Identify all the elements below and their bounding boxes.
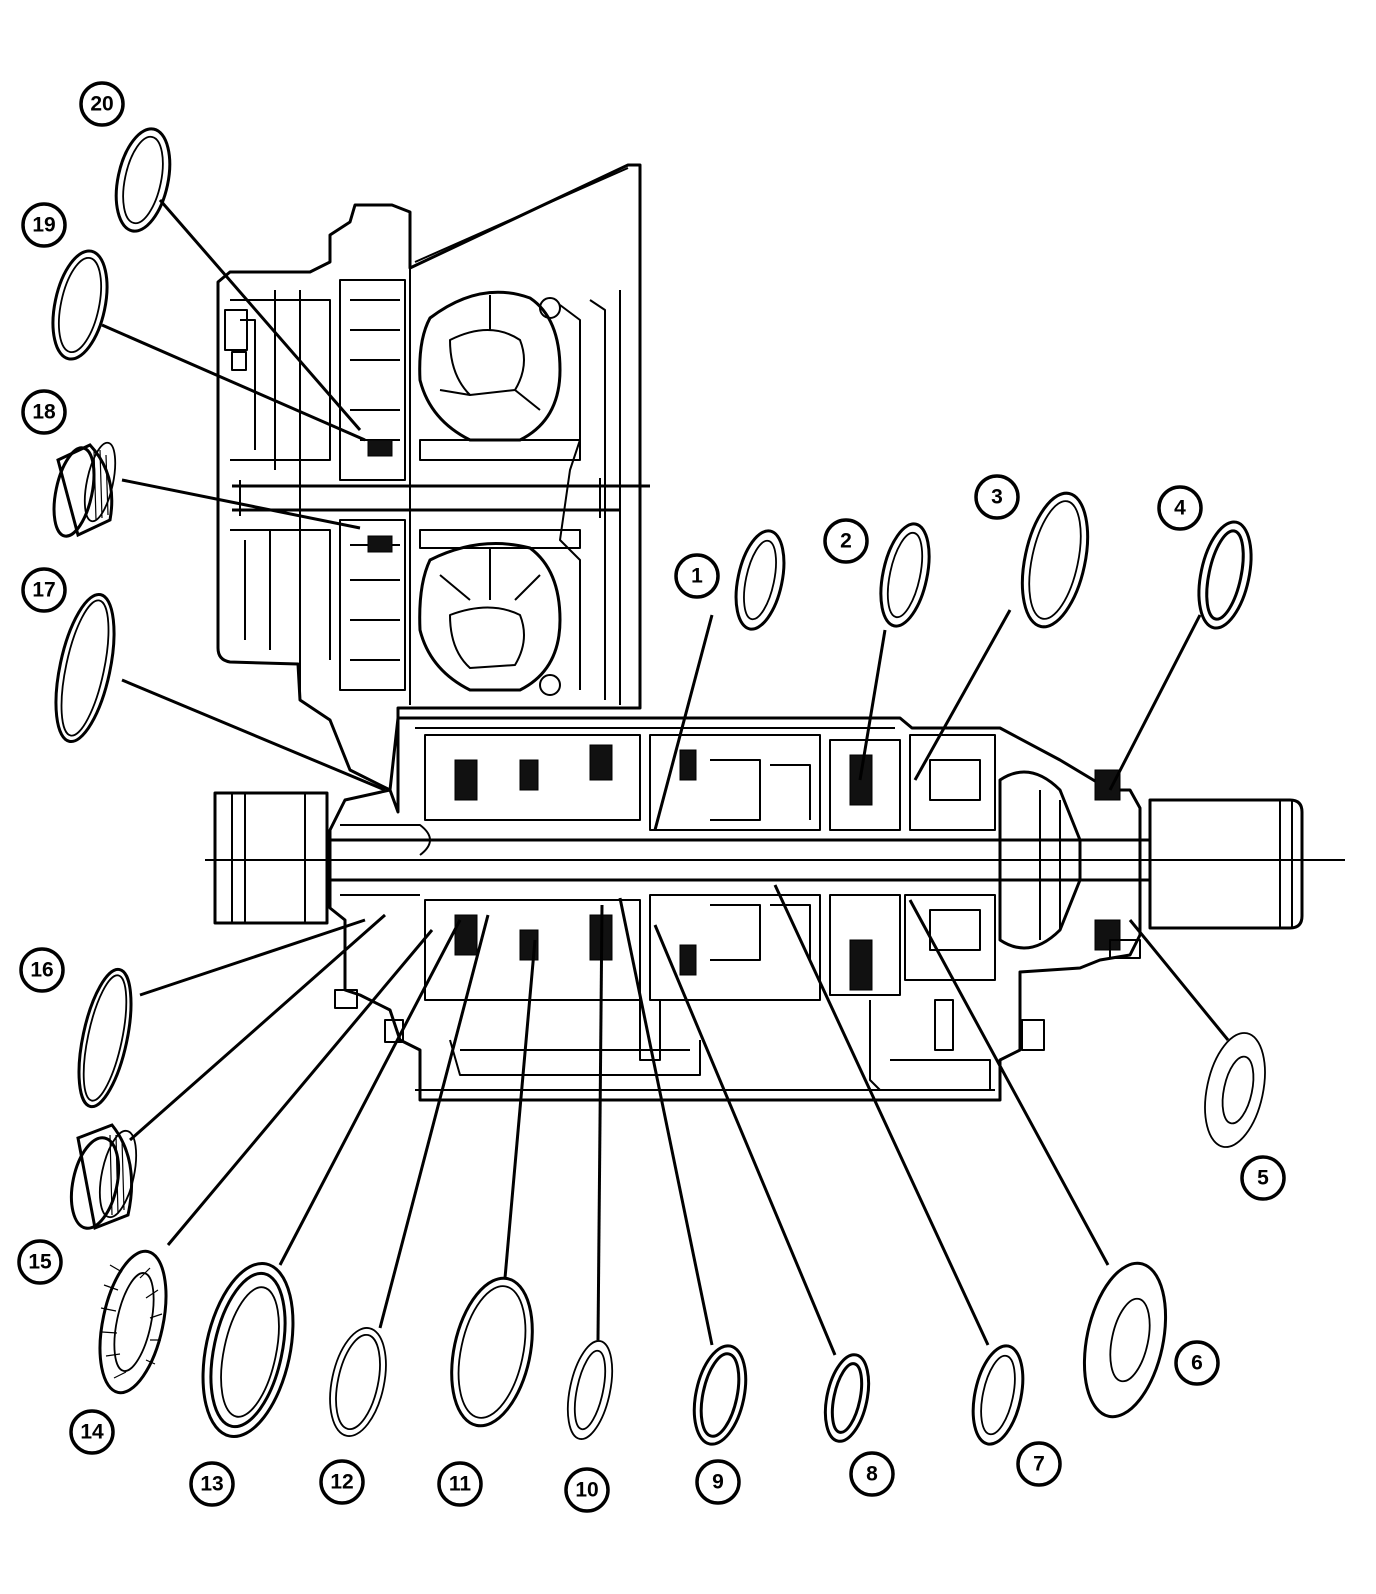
callout-label: 15 xyxy=(28,1251,52,1274)
leader-1 xyxy=(653,614,714,831)
callout-20: 20 xyxy=(79,81,125,127)
part-16-snap-ring xyxy=(77,967,133,1109)
callout-label: 8 xyxy=(866,1463,878,1486)
leader-15 xyxy=(129,913,386,1142)
callout-label: 16 xyxy=(30,959,53,982)
callout-6: 6 xyxy=(1174,1340,1220,1386)
part-11-thrust-washer xyxy=(450,1276,534,1428)
callout-14: 14 xyxy=(69,1409,115,1455)
part-20-thrust-washer xyxy=(114,127,172,233)
left-output-shaft xyxy=(213,791,329,925)
leader-18 xyxy=(121,478,361,530)
callout-11: 11 xyxy=(437,1461,483,1507)
callout-label: 7 xyxy=(1033,1453,1045,1476)
part-5-thrust-washer xyxy=(1204,1032,1266,1148)
callout-16: 16 xyxy=(19,947,65,993)
right-output-shaft xyxy=(1148,798,1304,930)
part-18-needle-bearing xyxy=(52,441,117,538)
callout-3: 3 xyxy=(974,474,1020,520)
callouts: 1 2 3 4 5 6 7 8 9 10 11 12 13 14 15 16 1… xyxy=(17,81,1286,1513)
part-14-thrust-bearing xyxy=(98,1249,168,1395)
callout-label: 1 xyxy=(691,565,703,588)
differential xyxy=(998,769,1121,951)
callout-label: 19 xyxy=(32,214,55,237)
callout-12: 12 xyxy=(319,1459,365,1505)
callout-label: 6 xyxy=(1191,1352,1203,1375)
callout-10: 10 xyxy=(564,1467,610,1513)
leader-13 xyxy=(278,919,462,1266)
callout-label: 17 xyxy=(32,579,55,602)
callout-8: 8 xyxy=(849,1451,895,1497)
leader-12 xyxy=(378,914,490,1329)
callout-7: 7 xyxy=(1016,1441,1062,1487)
callout-label: 14 xyxy=(80,1421,104,1444)
callout-18: 18 xyxy=(21,389,67,435)
part-15-needle-bearing xyxy=(69,1123,138,1231)
callout-label: 5 xyxy=(1257,1167,1269,1190)
leader-6 xyxy=(908,899,1110,1266)
callout-2: 2 xyxy=(823,518,869,564)
callout-label: 20 xyxy=(90,93,113,116)
torque-converter xyxy=(418,290,621,705)
part-8-bearing xyxy=(823,1353,871,1443)
leader-5 xyxy=(1128,919,1230,1041)
callout-label: 12 xyxy=(330,1471,353,1494)
part-7-thrust-washer xyxy=(971,1344,1025,1446)
clutch-packs xyxy=(424,734,996,1001)
callout-9: 9 xyxy=(695,1459,741,1505)
leader-lines xyxy=(101,199,1230,1356)
part-13-thrust-washer xyxy=(201,1261,295,1439)
part-19-thrust-washer xyxy=(51,249,109,361)
part-9-bearing xyxy=(692,1344,748,1446)
callout-label: 18 xyxy=(32,401,56,424)
leader-17 xyxy=(121,678,386,792)
part-3-thrust-washer xyxy=(1020,491,1090,629)
callout-19: 19 xyxy=(21,202,67,248)
transaxle-assembly xyxy=(205,163,1345,1102)
callout-label: 2 xyxy=(840,530,852,553)
leader-20 xyxy=(158,199,362,431)
leader-3 xyxy=(913,609,1012,781)
leader-19 xyxy=(101,323,366,442)
callout-4: 4 xyxy=(1157,485,1203,531)
leader-7 xyxy=(773,884,990,1346)
callout-5: 5 xyxy=(1240,1155,1286,1201)
part-2-thrust-washer xyxy=(879,522,931,628)
part-6-thrust-washer xyxy=(1082,1261,1168,1419)
callout-13: 13 xyxy=(189,1461,235,1507)
callout-17: 17 xyxy=(21,567,67,613)
part-10-thrust-washer xyxy=(566,1340,614,1440)
callout-label: 11 xyxy=(449,1473,472,1496)
callout-label: 9 xyxy=(712,1471,724,1494)
leader-14 xyxy=(166,929,434,1246)
part-4-bearing xyxy=(1197,520,1253,630)
leader-9 xyxy=(618,897,714,1346)
part-12-thrust-washer xyxy=(329,1327,387,1437)
callout-15: 15 xyxy=(17,1239,63,1285)
callout-label: 3 xyxy=(991,486,1003,509)
part-17-snap-ring xyxy=(54,592,116,744)
leader-11 xyxy=(503,939,537,1279)
leader-2 xyxy=(858,629,887,781)
leader-10 xyxy=(596,904,604,1341)
part-1-thrust-washer xyxy=(734,529,786,631)
leader-8 xyxy=(653,924,837,1356)
callout-1: 1 xyxy=(674,553,720,599)
exploded-parts xyxy=(51,127,1266,1446)
callout-label: 10 xyxy=(575,1479,598,1502)
callout-label: 4 xyxy=(1174,497,1186,520)
leader-16 xyxy=(139,918,366,997)
leader-4 xyxy=(1108,614,1202,791)
callout-label: 13 xyxy=(200,1473,223,1496)
